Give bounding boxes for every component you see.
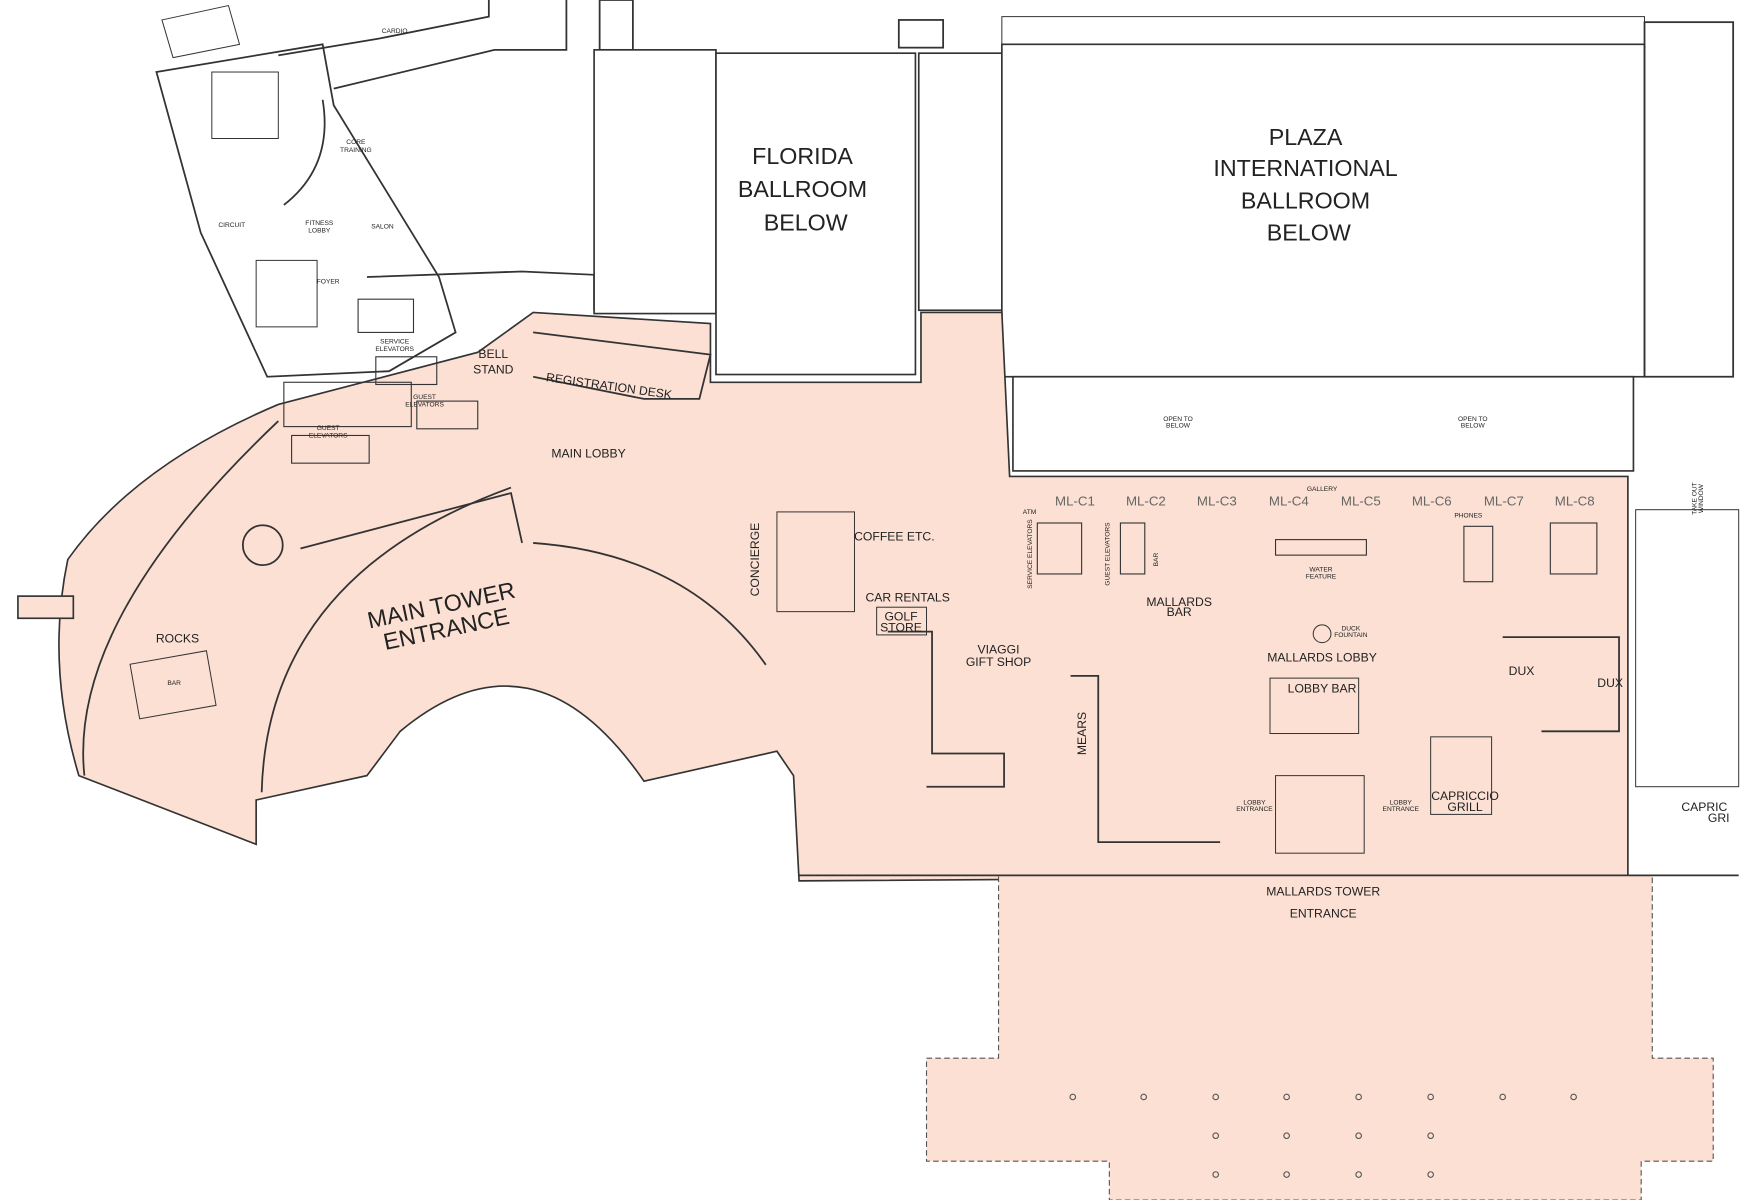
florida-ballroom [715, 52, 917, 376]
suite-ml-c6[interactable]: ML-C6 [1412, 493, 1452, 508]
dux-label: DUX [1509, 664, 1535, 678]
suite-ml-c1[interactable]: ML-C1 [1055, 493, 1095, 508]
take-out-window-label: TAKE OUTWINDOW [1692, 482, 1706, 515]
plaza-columns [1069, 1093, 1577, 1178]
service-elevators-label-mallards: SERVICE ELEVATORS [1027, 519, 1034, 589]
suite-ml-c5[interactable]: ML-C5 [1341, 493, 1381, 508]
main-lobby-label: MAIN LOBBY [551, 447, 625, 461]
main-lobby-area [58, 311, 1629, 882]
rocks-label: ROCKS [156, 632, 199, 646]
cardio-label: CARDIO [382, 28, 408, 35]
mears-label: MEARS [1075, 712, 1089, 755]
phones-label: PHONES [1454, 512, 1483, 519]
concierge-label: CONCIERGE [748, 523, 762, 597]
plaza-international-ballroom [1001, 43, 1646, 378]
florida-ballroom-label: FLORIDA BALLROOM BELOW [738, 143, 874, 235]
lobby-bar-label: LOBBY BAR [1288, 682, 1357, 696]
ballroom-top-strip [1001, 16, 1646, 45]
rocks-bar-label: BAR [167, 680, 181, 687]
salon-label: SALON [371, 223, 394, 230]
open-to-below-area [1012, 375, 1635, 472]
atm-label: ATM [1023, 509, 1037, 516]
suite-labels: ML-C1 ML-C2 ML-C3 ML-C4 ML-C5 ML-C6 ML-C… [1055, 493, 1595, 508]
mallards-lobby-label: MALLARDS LOBBY [1267, 650, 1377, 664]
east-block [1643, 21, 1735, 378]
west-stairs [17, 595, 75, 620]
coffee-label: COFFEE ETC. [854, 530, 934, 544]
guest-elevators-label-mallards: GUEST ELEVATORS [1104, 522, 1111, 586]
suite-ml-c8[interactable]: ML-C8 [1555, 493, 1595, 508]
mallards-tower-entrance-plaza [925, 874, 1714, 1200]
car-rentals-label: CAR RENTALS [866, 591, 950, 605]
gallery-label: GALLERY [1307, 486, 1338, 493]
suite-ml-c3[interactable]: ML-C3 [1197, 493, 1237, 508]
foyer-label: FOYER [317, 279, 340, 286]
lobby-walls [82, 331, 1740, 877]
prefunction-block [917, 52, 1003, 312]
suite-ml-c2[interactable]: ML-C2 [1126, 493, 1166, 508]
dux-label-2: DUX [1597, 676, 1623, 690]
bar-label: BAR [1153, 553, 1160, 567]
suite-ml-c7[interactable]: ML-C7 [1484, 493, 1524, 508]
corridor-block [593, 49, 717, 315]
plaza-ballroom-label: PLAZA INTERNATIONAL BALLROOM BELOW [1213, 124, 1404, 245]
suite-ml-c4[interactable]: ML-C4 [1269, 493, 1309, 508]
fitness-wing [155, 0, 945, 378]
circuit-label: CIRCUIT [218, 222, 245, 229]
